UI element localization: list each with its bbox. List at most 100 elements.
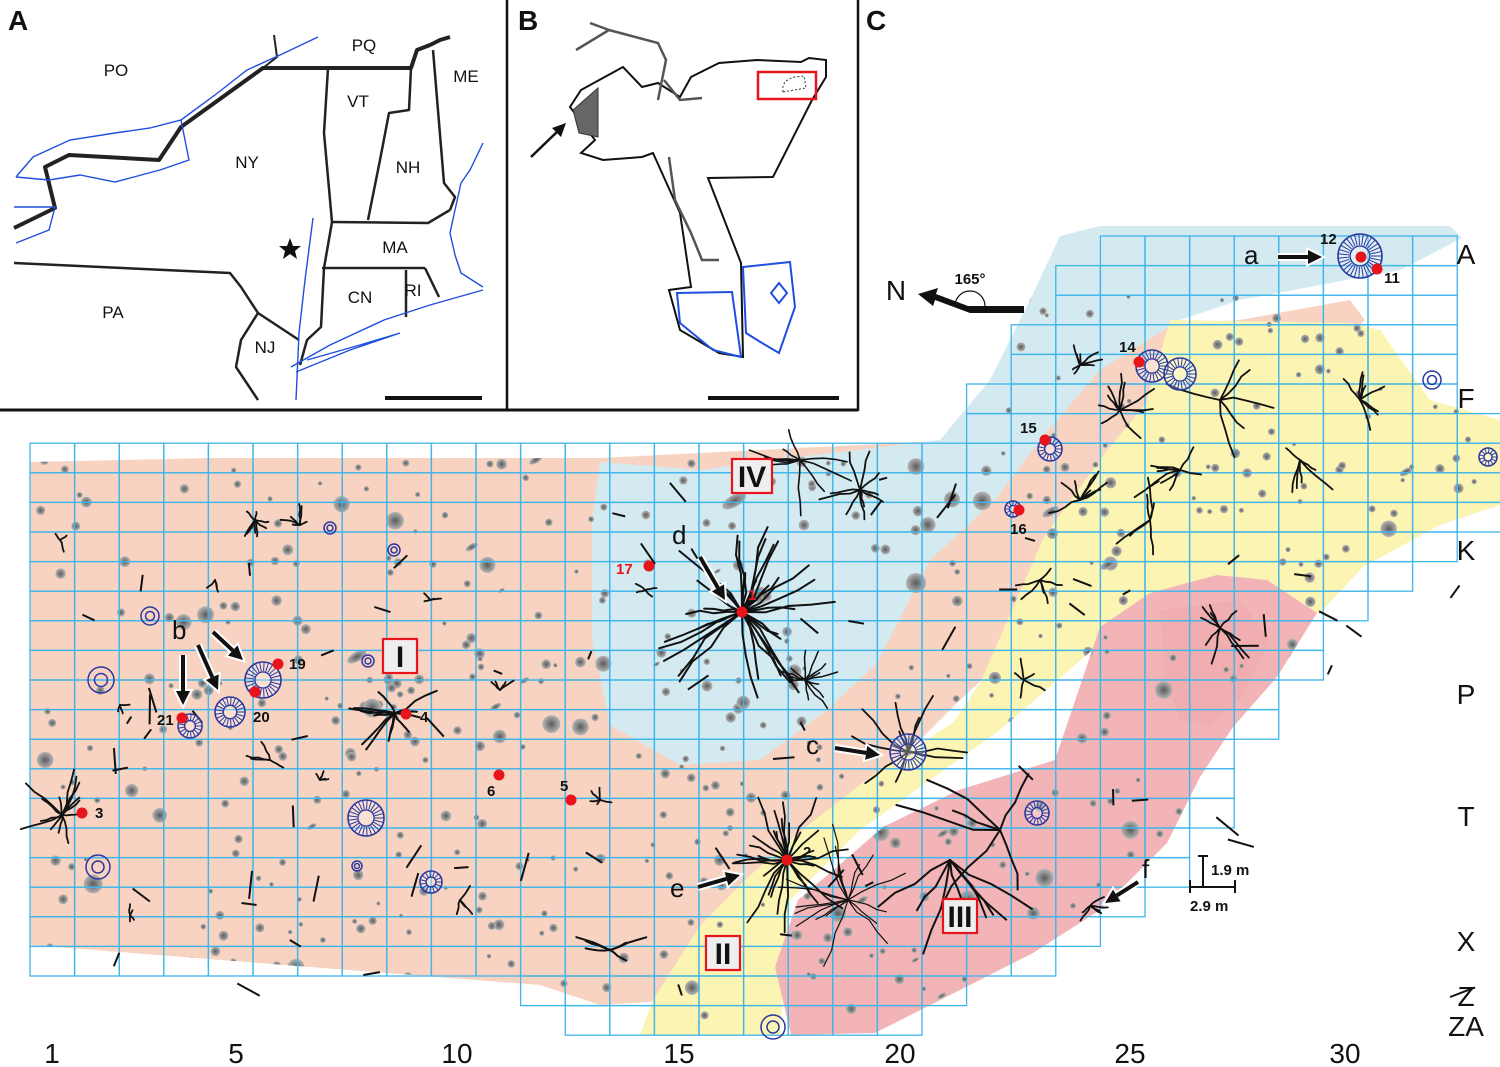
fracture-line	[799, 721, 806, 731]
fracture-line	[818, 489, 861, 501]
fracture-line	[1219, 369, 1251, 401]
feature-dot	[215, 910, 225, 920]
feature-dot	[1350, 653, 1355, 659]
fracture-line	[1119, 387, 1155, 411]
feature-dot	[218, 930, 229, 941]
feature-dot	[1055, 375, 1061, 381]
fracture-line	[859, 489, 879, 496]
fracture-line	[1219, 399, 1245, 430]
sample-point-6	[493, 769, 505, 781]
grid-cell	[1411, 353, 1458, 385]
feature-dot	[410, 736, 420, 747]
feature-dot	[542, 715, 561, 733]
fracture-line	[894, 751, 909, 783]
feature-dot	[317, 481, 323, 486]
fracture-line	[320, 649, 335, 657]
fracture-line	[1060, 481, 1081, 501]
fracture-line	[129, 909, 134, 916]
point-label-2: 2	[803, 844, 811, 861]
feature-dot	[1328, 1005, 1334, 1010]
feature-dot	[1175, 807, 1183, 816]
point-label-19: 19	[289, 656, 306, 673]
feature-dot	[249, 1020, 258, 1030]
fracture-line	[61, 814, 70, 844]
fracture-line	[1019, 657, 1025, 681]
highlighted-area	[572, 86, 599, 138]
feature-dot	[1436, 687, 1444, 694]
feature-dot	[1175, 823, 1183, 831]
feature-dot	[343, 971, 350, 979]
fracture-line	[859, 489, 865, 508]
feature-dot	[1229, 674, 1238, 683]
column-label-10: 10	[441, 1038, 472, 1067]
waterway	[449, 142, 484, 288]
feature-dot	[1038, 633, 1043, 639]
fracture-line	[454, 866, 469, 870]
sample-point-17	[643, 560, 655, 572]
fracture-line	[741, 611, 760, 680]
feature-dot	[231, 849, 240, 858]
fracture-line	[644, 589, 653, 598]
feature-dot	[600, 503, 608, 511]
fracture-line	[312, 875, 320, 902]
point-label-3: 3	[95, 805, 103, 822]
fracture-line	[291, 523, 301, 527]
feature-dot	[1212, 339, 1223, 350]
feature-dot	[1089, 799, 1097, 807]
fracture-line	[741, 564, 810, 613]
fracture-line	[1168, 469, 1181, 492]
fracture-line	[254, 510, 258, 521]
feature-dot	[117, 608, 126, 617]
fracture-line	[1219, 627, 1245, 660]
feature-dot	[1426, 713, 1437, 725]
feature-dot	[1461, 737, 1469, 745]
feature-dot	[1432, 404, 1438, 410]
fracture-line	[696, 611, 743, 631]
feature-dot	[1219, 298, 1225, 303]
fracture-line	[1146, 479, 1160, 490]
feature-dot	[1102, 711, 1111, 720]
fracture-line	[1020, 579, 1041, 601]
feature-dot	[221, 799, 230, 808]
feature-dot	[911, 957, 920, 963]
feature-dot	[701, 680, 713, 692]
feature-dot	[500, 1008, 509, 1017]
fracture-line	[951, 809, 1001, 831]
feature-dot	[328, 997, 335, 1003]
feature-dot	[58, 894, 68, 905]
feature-dot	[1207, 509, 1213, 515]
feature-dot	[1300, 482, 1308, 490]
annotation-letter-b: b	[172, 615, 186, 645]
hearth-rosette-icon	[1478, 447, 1498, 467]
row-label-k: K	[1457, 535, 1476, 566]
panel-letter-a: A	[8, 5, 28, 36]
feature-dot	[507, 960, 515, 968]
fracture-line	[741, 611, 800, 694]
fracture-line	[253, 519, 257, 534]
arrow-head	[552, 123, 566, 137]
feature-dot	[952, 595, 963, 607]
feature-dot	[1060, 462, 1070, 472]
grid-cell	[1456, 501, 1500, 533]
fracture-line	[423, 592, 431, 601]
feature-dot	[1311, 753, 1320, 762]
fracture-line	[81, 613, 96, 622]
feature-dot	[944, 838, 952, 846]
feature-dot	[1285, 547, 1291, 553]
feature-dot	[1465, 436, 1471, 443]
feature-dot	[1263, 700, 1276, 709]
fracture-line	[741, 584, 770, 613]
fracture-line	[1119, 381, 1126, 411]
fracture-line	[1156, 468, 1181, 473]
fracture-line	[741, 578, 816, 613]
fracture-line	[1068, 602, 1086, 616]
fracture-line	[677, 611, 743, 677]
feature-dot	[912, 505, 924, 517]
feature-dot	[179, 484, 189, 494]
fracture-line	[1294, 573, 1312, 578]
feature-dot	[175, 614, 192, 631]
feature-dot	[1400, 837, 1411, 848]
sample-point-4	[400, 708, 412, 720]
sample-point-16	[1013, 504, 1025, 516]
fracture-line	[741, 571, 748, 613]
